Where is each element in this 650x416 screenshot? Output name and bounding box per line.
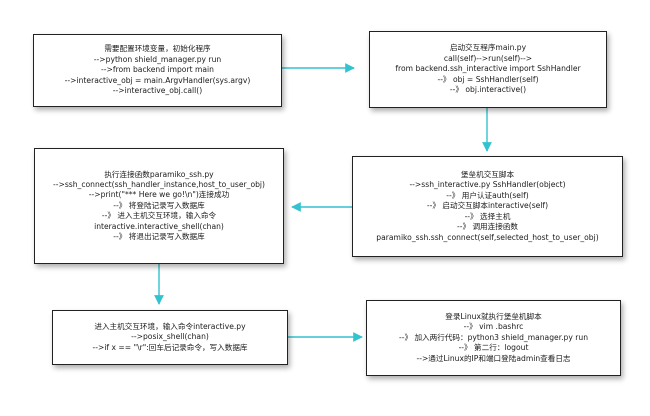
box-ssh-interactive-line-7: paramiko_ssh.ssh_connect(self,selected_h… — [376, 232, 599, 242]
box-ssh-interactive-line-2: -->ssh_interactive.py SshHandler(object) — [409, 180, 566, 190]
box-paramiko-line-3: -->print("*** Here we go!\n")连接成功 — [88, 190, 230, 200]
box-paramiko-line-7: --》 将退出记录写入数据库 — [113, 232, 205, 242]
box-init-line-3: -->from backend import main — [101, 65, 214, 75]
box-bashrc-line-1: 登录Linux就执行堡垒机脚本 — [445, 311, 542, 321]
box-main-line-5: --》 obj.interactive() — [449, 85, 527, 95]
box-main-line-3: from backend.ssh_interactive import SshH… — [395, 64, 581, 74]
box-bashrc-line-2: --》 vim .bashrc — [463, 322, 524, 332]
box-paramiko-line-2: -->ssh_connect(ssh_handler_instance,host… — [52, 179, 265, 189]
box-main-line-2: call(self)-->run(self)--> — [443, 53, 533, 63]
box-ssh-interactive-line-4: --》 启动交互脚本interactive(self) — [426, 201, 549, 211]
box-init-program: 需要配置环境变量，初始化程序 -->python shield_manager.… — [33, 34, 282, 107]
box-paramiko-ssh: 执行连接函数paramiko_ssh.py -->ssh_connect(ssh… — [34, 148, 284, 264]
box-ssh-interactive-line-6: --》 调用连接函数 — [456, 222, 519, 232]
box-posix-line-3: -->if x == "\r":回车后记录命令，写入数据库 — [92, 342, 248, 352]
box-posix-shell: 进入主机交互环境，输入命令interactive.py -->posix_she… — [52, 310, 288, 365]
box-bashrc-setup: 登录Linux就执行堡垒机脚本 --》 vim .bashrc --》 加入两行… — [366, 300, 621, 376]
box-main-py: 启动交互程序main.py call(self)-->run(self)--> … — [369, 31, 607, 108]
box-init-line-1: 需要配置环境变量，初始化程序 — [104, 44, 211, 54]
box-paramiko-line-4: --》 将登陆记录写入数据库 — [113, 200, 205, 210]
box-main-line-4: --》 obj = SshHandler(self) — [437, 74, 539, 84]
box-paramiko-line-5: --》 进入主机交互环境，输入命令 — [101, 211, 217, 221]
box-bashrc-line-4: --》 第二行：logout — [458, 343, 529, 353]
box-init-line-5: -->interactive_obj.call() — [112, 86, 203, 96]
box-ssh-interactive: 堡垒机交互脚本 -->ssh_interactive.py SshHandler… — [352, 156, 623, 257]
box-ssh-interactive-line-3: --》 用户认证auth(self) — [446, 190, 529, 200]
box-bashrc-line-5: -->通过Linux的IP和端口登陆admin查看日志 — [416, 353, 571, 363]
box-ssh-interactive-line-1: 堡垒机交互脚本 — [460, 170, 515, 180]
box-ssh-interactive-line-5: --》 选择主机 — [464, 211, 511, 221]
box-main-line-1: 启动交互程序main.py — [449, 43, 527, 53]
box-posix-line-1: 进入主机交互环境，输入命令interactive.py — [94, 321, 246, 331]
box-init-line-4: -->interactive_obj = main.ArgvHandler(sy… — [64, 75, 251, 85]
box-posix-line-2: -->posix_shell(chan) — [131, 332, 209, 342]
box-paramiko-line-6: interactive.interactive_shell(chan) — [94, 221, 224, 231]
box-paramiko-line-1: 执行连接函数paramiko_ssh.py — [104, 169, 214, 179]
box-bashrc-line-3: --》 加入两行代码：python3 shield_manager.py run — [398, 332, 589, 342]
box-init-line-2: -->python shield_manager.py run — [93, 54, 222, 64]
